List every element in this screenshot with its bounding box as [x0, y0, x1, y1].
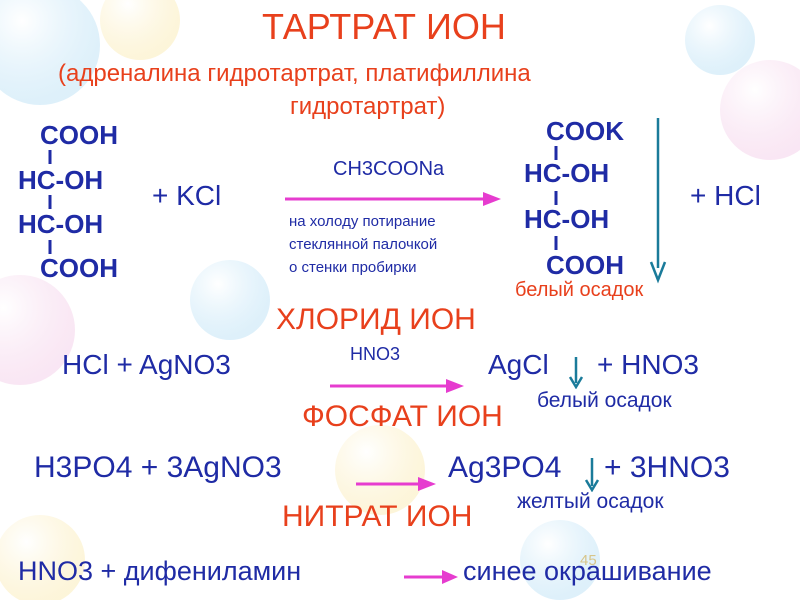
precipitate-arrow-chloride	[568, 357, 584, 389]
reaction-arrow-tartrate	[285, 192, 501, 206]
chloride-product-agcl: AgCl	[488, 349, 549, 380]
title-phosphate-ion: ФОСФАТ ИОН	[302, 400, 503, 433]
nitrate-product-blue-coloring: синее окрашивание	[463, 556, 712, 586]
subtitle-line-2: гидротартрат)	[290, 93, 446, 120]
product-line-4: COOH	[546, 250, 624, 280]
title-nitrate-ion: НИТРАТ ИОН	[282, 500, 473, 533]
product-line-2: HC-OH	[524, 158, 610, 188]
plus-kcl: + KCl	[152, 180, 222, 211]
phosphate-reactants: H3PO4 + 3AgNO3	[34, 451, 282, 484]
reaction-arrow-phosphate	[356, 477, 436, 491]
product-line-3: HC-OH	[524, 204, 610, 234]
reaction-arrow-nitrate	[404, 570, 458, 584]
chloride-plus-hno3: + HNO3	[597, 349, 699, 380]
precipitate-yellow-phosphate: желтый осадок	[517, 490, 664, 513]
reactant-line-1: COOH	[40, 120, 118, 150]
chloride-catalyst: HNO3	[350, 344, 401, 364]
catalyst-ch3coona: CH3COONa	[333, 158, 445, 180]
product-bonds	[554, 146, 558, 250]
reactant-line-3: HC-OH	[18, 209, 104, 239]
product-line-1: COOK	[546, 116, 624, 146]
precipitate-white-tartrate: белый осадок	[515, 279, 644, 301]
condition-line-3: о стенки пробирки	[289, 259, 417, 276]
condition-line-1: на холоду потирание	[289, 213, 436, 230]
title-chloride-ion: ХЛОРИД ИОН	[276, 303, 476, 336]
reactant-line-2: HC-OH	[18, 165, 104, 195]
precipitate-arrow-tartrate	[649, 118, 667, 284]
title-tartrate-ion: ТАРТРАТ ИОН	[262, 6, 506, 47]
reactant-line-4: COOH	[40, 253, 118, 283]
nitrate-reactants: HNO3 + дифениламин	[18, 556, 302, 586]
precipitate-white-chloride: белый осадок	[537, 389, 672, 412]
reaction-arrow-chloride	[330, 379, 464, 393]
slide-number: 45	[580, 552, 597, 569]
precipitate-arrow-phosphate	[584, 458, 600, 492]
phosphate-plus-3hno3: + 3HNO3	[604, 451, 730, 484]
condition-line-2: стеклянной палочкой	[289, 236, 438, 253]
plus-hcl-product: + HCl	[690, 180, 761, 211]
subtitle-line-1: (адреналина гидротартрат, платифиллина	[58, 60, 531, 87]
reactant-bonds	[48, 150, 52, 254]
phosphate-product-ag3po4: Ag3PO4	[448, 451, 562, 484]
chloride-reactants: HCl + AgNO3	[62, 349, 231, 380]
